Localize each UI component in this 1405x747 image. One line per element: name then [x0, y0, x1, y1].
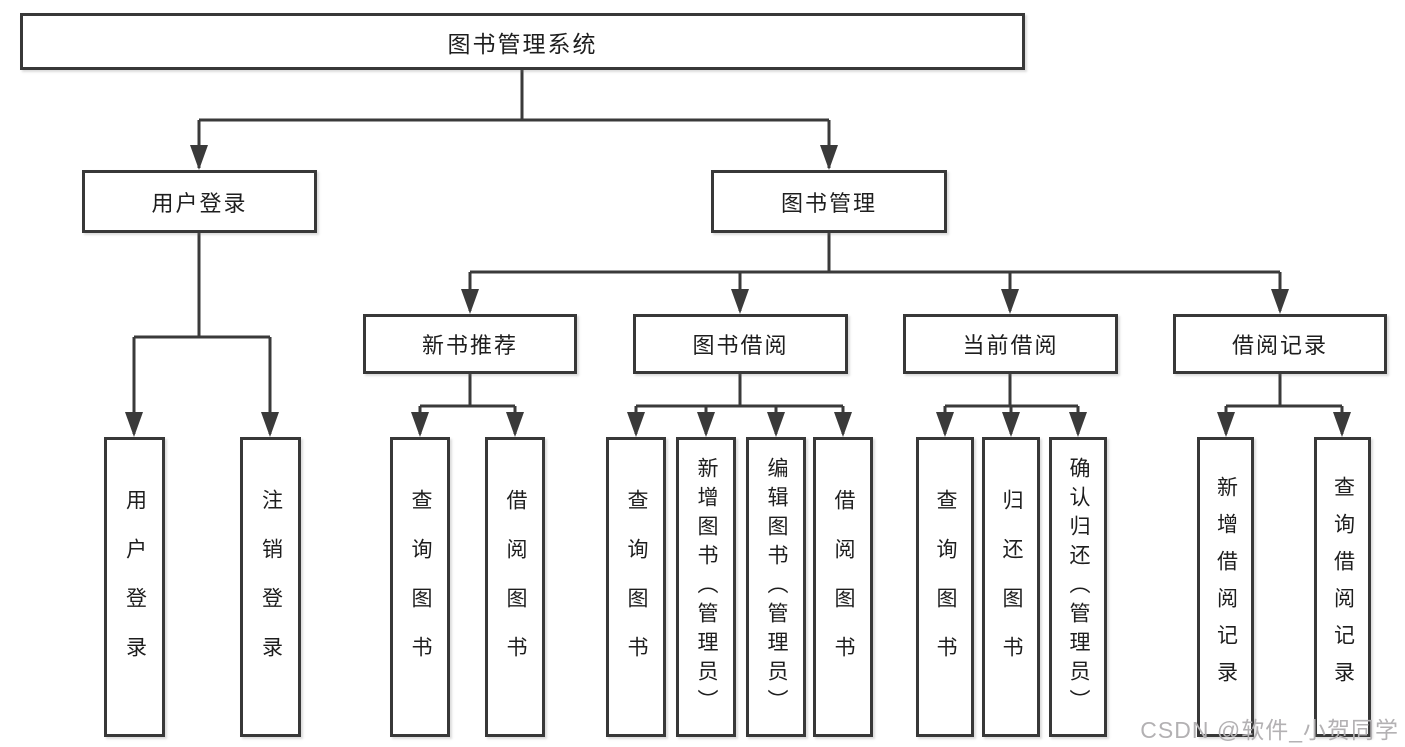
- connector-borrow-records-children: [1217, 374, 1351, 437]
- leaf-borrow-books-recommend: 借阅图书: [485, 437, 545, 737]
- leaf-query-borrow-record: 查询借阅记录: [1314, 437, 1371, 737]
- node-book-borrow: 图书借阅: [633, 314, 848, 374]
- node-user-login: 用户登录: [82, 170, 317, 233]
- connector-book-mgmt-children: [461, 233, 1289, 314]
- leaf-borrow-books: 借阅图书: [813, 437, 873, 737]
- leaf-query-books-current: 查询图书: [916, 437, 974, 737]
- connector-user-login-children: [125, 233, 279, 437]
- csdn-watermark: CSDN @软件_小贺同学: [1140, 717, 1399, 743]
- leaf-return-book: 归还图书: [982, 437, 1040, 737]
- node-library-system-root: 图书管理系统: [20, 13, 1025, 70]
- leaf-logout-login: 注销登录: [240, 437, 301, 737]
- leaf-query-books-borrow: 查询图书: [606, 437, 666, 737]
- leaf-add-borrow-record: 新增借阅记录: [1197, 437, 1254, 737]
- connector-root-to-level1: [190, 70, 838, 170]
- leaf-user-login: 用户登录: [104, 437, 165, 737]
- node-borrow-records: 借阅记录: [1173, 314, 1387, 374]
- leaf-edit-book-admin: 编辑图书（管理员）: [746, 437, 806, 737]
- leaf-query-books-recommend: 查询图书: [390, 437, 450, 737]
- node-book-management: 图书管理: [711, 170, 947, 233]
- connector-book-borrow-children: [627, 374, 852, 437]
- connector-new-book-rec-children: [411, 374, 524, 437]
- node-current-borrow: 当前借阅: [903, 314, 1118, 374]
- connector-current-borrow-children: [936, 374, 1087, 437]
- leaf-add-book-admin: 新增图书（管理员）: [676, 437, 736, 737]
- leaf-confirm-return-admin: 确认归还（管理员）: [1049, 437, 1107, 737]
- node-new-book-recommend: 新书推荐: [363, 314, 577, 374]
